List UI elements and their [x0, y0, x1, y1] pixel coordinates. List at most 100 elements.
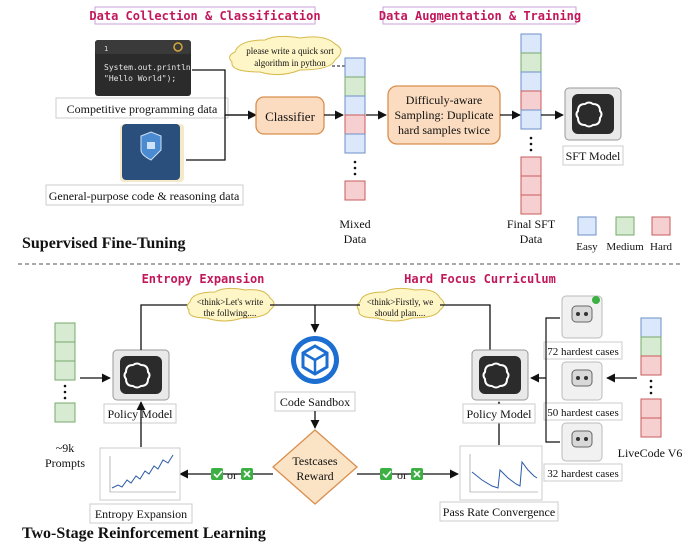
augment-line-3: hard samples twice	[398, 123, 490, 137]
brain-icon	[575, 101, 603, 128]
arrow-policy-to-rollout-right	[440, 304, 491, 350]
reward-line-1: Testcases	[292, 454, 337, 468]
robot-icon-50	[561, 361, 603, 401]
prompts-label-1: ~9k	[56, 441, 75, 455]
think-bubble-right-line-2: should plan....	[375, 308, 426, 318]
header-entropy-expansion: Entropy Expansion	[142, 272, 265, 286]
paperclip-icon	[173, 42, 183, 52]
rl-section: Entropy Expansion Hard Focus Curriculum …	[22, 272, 682, 542]
brain-icon	[123, 362, 151, 389]
legend-easy: Easy	[576, 241, 598, 253]
header-box-collection	[94, 6, 316, 25]
testcases-reward-diamond	[272, 429, 358, 505]
easy-cell	[344, 95, 366, 116]
legend-hard: Hard	[650, 241, 672, 253]
legend-medium: Medium	[606, 241, 644, 253]
check-badge-icon	[592, 296, 600, 304]
medium-cell	[344, 76, 366, 97]
policy-model-right-label: Policy Model	[467, 407, 533, 421]
hard-cell	[520, 156, 542, 177]
or-right: or	[397, 468, 407, 482]
easy-cell	[344, 133, 366, 154]
hard-cell	[520, 194, 542, 215]
header-data-collection: Data Collection & Classification	[89, 9, 320, 23]
label-competitive-data: Competitive programming data	[67, 102, 218, 116]
robot-icon-72	[561, 295, 603, 339]
header-hard-focus: Hard Focus Curriculum	[404, 272, 556, 286]
prompt-bubble-line-1: please write a quick sort	[246, 46, 334, 56]
final-sft-label-1: Final SFT	[507, 217, 556, 231]
header-data-augmentation: Data Augmentation & Training	[379, 9, 581, 23]
or-left: or	[227, 468, 237, 482]
cross-icon-right	[411, 468, 423, 480]
header-box-augmentation	[382, 6, 577, 25]
medium-cell	[520, 52, 542, 73]
hard-cell	[520, 90, 542, 111]
label-box-sft	[562, 145, 624, 166]
check-icon-left	[211, 468, 223, 480]
entropy-chart-thumbnail	[99, 447, 181, 501]
entropy-trend-line	[111, 454, 174, 489]
pass-rate-chart-thumbnail	[459, 445, 543, 501]
hardest-32-label: 32 hardest cases	[547, 468, 618, 480]
prompt-bubble-line-2: algorithm in python	[254, 58, 326, 68]
mixed-data-label-1: Mixed	[339, 217, 370, 231]
easy-cell	[520, 33, 542, 54]
classifier-label: Classifier	[265, 109, 315, 124]
think-bubble-right	[356, 287, 445, 322]
entropy-expansion-label: Entropy Expansion	[95, 507, 187, 521]
think-bubble-left-line-2: the follwing....	[204, 308, 257, 318]
easy-cell	[520, 109, 542, 130]
cross-icon-left	[241, 468, 253, 480]
policy-model-chip-right	[471, 349, 529, 401]
sft-model-chip	[564, 87, 622, 141]
augment-line-2: Sampling: Duplicate	[395, 108, 494, 122]
easy-cell	[520, 71, 542, 92]
rl-stage-title: Two-Stage Reinforcement Learning	[22, 525, 266, 542]
livecode-label: LiveCode V6	[618, 446, 683, 460]
hardest-50-label: 50 hardest cases	[547, 407, 618, 419]
augment-line-1: Difficuly-aware	[406, 93, 482, 107]
terminal-icon: 1 System.out.println "Hello World");	[95, 40, 191, 96]
legend-swatch-easy	[577, 216, 597, 236]
think-bubble-left-line-1: <think>Let's write	[197, 297, 264, 307]
code-sandbox-icon	[291, 336, 339, 384]
robot-icon-32	[561, 422, 603, 462]
reward-line-2: Reward	[296, 469, 333, 483]
terminal-line-2: "Hello World");	[104, 74, 176, 83]
sft-model-label: SFT Model	[566, 149, 621, 163]
sft-section: Data Collection & Classification Data Au…	[22, 6, 672, 253]
think-bubble-right-line-1: <think>Firstly, we	[367, 297, 434, 307]
hard-cell	[344, 180, 366, 201]
prompts-label-2: Prompts	[45, 456, 85, 470]
prompts-stack	[54, 322, 76, 423]
livecode-stack	[640, 317, 662, 438]
check-icon-right	[380, 468, 392, 480]
pass-rate-trend-line	[471, 460, 538, 489]
terminal-tab: 1	[104, 45, 108, 53]
code-sandbox-label: Code Sandbox	[280, 395, 350, 409]
label-general-purpose-data: General-purpose code & reasoning data	[49, 189, 240, 203]
hard-cell	[344, 114, 366, 135]
mixed-data-label-2: Data	[344, 232, 367, 246]
policy-model-chip-left	[112, 349, 170, 401]
book-icon	[120, 124, 184, 182]
arrow-general-to-classifier	[186, 115, 226, 161]
arrow-policy-to-rollout-left	[140, 304, 190, 350]
final-sft-stack	[520, 33, 542, 215]
pass-rate-label: Pass Rate Convergence	[443, 505, 555, 519]
hard-cell	[520, 175, 542, 196]
label-box-general	[45, 184, 244, 206]
curriculum-bracket	[545, 317, 560, 443]
brain-icon	[482, 362, 510, 389]
legend-swatch-medium	[615, 216, 635, 236]
hardest-72-label: 72 hardest cases	[547, 346, 618, 358]
label-box-competitive	[55, 97, 229, 119]
final-sft-label-2: Data	[520, 232, 543, 246]
mixed-data-stack	[344, 57, 366, 201]
easy-cell	[344, 57, 366, 78]
legend-swatch-hard	[651, 216, 671, 236]
think-bubble-left	[186, 287, 275, 322]
prompt-bubble	[229, 35, 342, 76]
